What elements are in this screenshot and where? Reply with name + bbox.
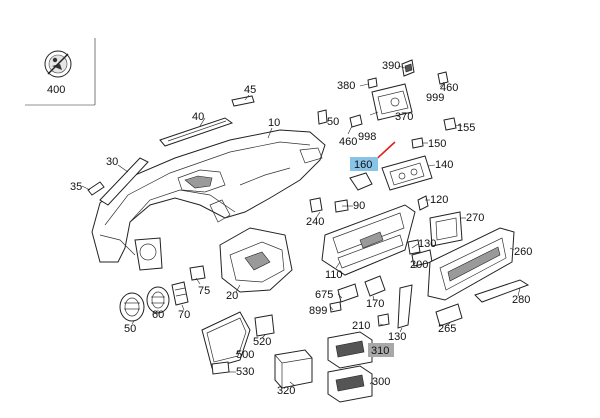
label-675: 675 — [315, 289, 333, 301]
label-270: 270 — [466, 212, 484, 224]
label-200: 200 — [410, 259, 428, 271]
plate-520 — [254, 314, 275, 337]
airbag-module-370 — [371, 83, 413, 121]
label-899: 899 — [309, 305, 327, 317]
label-999: 999 — [426, 92, 444, 104]
label-460-mid: 460 — [339, 136, 357, 148]
label-20: 20 — [226, 290, 238, 302]
label-75: 75 — [198, 285, 210, 297]
bracket-75 — [189, 265, 206, 281]
clip-380 — [367, 77, 378, 89]
highlight-160 — [350, 157, 378, 171]
bolt-210 — [377, 313, 390, 327]
label-530: 530 — [236, 366, 254, 378]
end-cap-35 — [87, 181, 105, 196]
label-120: 120 — [430, 194, 448, 206]
part-265 — [435, 303, 463, 327]
bolt-998 — [349, 114, 363, 128]
air-vent-70 — [171, 281, 189, 306]
label-10: 10 — [268, 117, 280, 129]
part-240 — [309, 197, 323, 213]
label-500: 500 — [236, 349, 254, 361]
center-console-20 — [219, 227, 293, 293]
label-310: 310 — [371, 345, 389, 357]
label-110: 110 — [325, 269, 343, 281]
label-460-top: 460 — [440, 82, 458, 94]
label-240: 240 — [306, 216, 324, 228]
airbag-warning-icon — [44, 50, 72, 78]
label-520: 520 — [253, 336, 271, 348]
bulb-150 — [411, 137, 424, 149]
panel-270 — [429, 211, 463, 247]
label-130-upper: 130 — [418, 238, 436, 250]
bracket-130-lower — [397, 284, 413, 329]
label-50-upper: 50 — [327, 116, 339, 128]
part-675 — [337, 283, 359, 303]
label-160: 160 — [354, 159, 372, 171]
glovebox-frame-110 — [321, 204, 416, 276]
label-60: 60 — [152, 309, 164, 321]
label-300: 300 — [372, 376, 390, 388]
highlight-310 — [368, 343, 394, 357]
label-370: 370 — [395, 111, 413, 123]
label-400: 400 — [47, 84, 65, 96]
label-90: 90 — [353, 200, 365, 212]
plate-530 — [211, 361, 230, 375]
box-320 — [274, 349, 313, 389]
trim-280 — [474, 279, 530, 303]
housing-140 — [381, 155, 433, 191]
dashboard-main — [91, 129, 326, 271]
label-150: 150 — [428, 138, 446, 150]
leader-lines — [81, 65, 521, 387]
screw-460-top — [437, 71, 449, 85]
part-170 — [364, 275, 386, 297]
clip-155 — [443, 117, 457, 131]
screw-50-upper — [317, 109, 328, 125]
label-130-lower: 130 — [388, 331, 406, 343]
label-50-vent: 50 — [124, 323, 136, 335]
label-45: 45 — [244, 84, 256, 96]
air-vent-50 — [119, 292, 145, 322]
clip-899 — [329, 301, 342, 313]
clip-120 — [417, 195, 429, 211]
label-320: 320 — [277, 385, 295, 397]
label-35: 35 — [70, 181, 82, 193]
label-265: 265 — [438, 323, 456, 335]
part-labels: 400 390 380 460 999 45 40 10 370 50 998 … — [47, 60, 532, 397]
label-170: 170 — [366, 298, 384, 310]
connector-390 — [401, 59, 415, 77]
label-380: 380 — [337, 80, 355, 92]
latch-160 — [349, 172, 373, 191]
unit-310 — [327, 331, 373, 369]
label-280: 280 — [512, 294, 530, 306]
trim-piece-45 — [231, 95, 255, 107]
air-vent-60 — [146, 286, 170, 314]
label-155: 155 — [457, 122, 475, 134]
part-90 — [334, 199, 349, 213]
unit-300 — [327, 365, 373, 403]
label-210: 210 — [352, 320, 370, 332]
label-260: 260 — [514, 246, 532, 258]
label-390: 390 — [382, 60, 400, 72]
label-998: 998 — [358, 131, 376, 143]
label-30: 30 — [106, 156, 118, 168]
label-40: 40 — [192, 111, 204, 123]
label-140: 140 — [435, 159, 453, 171]
glovebox-lid-260 — [427, 227, 515, 301]
label-70: 70 — [178, 309, 190, 321]
panel-500 — [201, 311, 251, 369]
side-trim-30 — [99, 157, 149, 206]
